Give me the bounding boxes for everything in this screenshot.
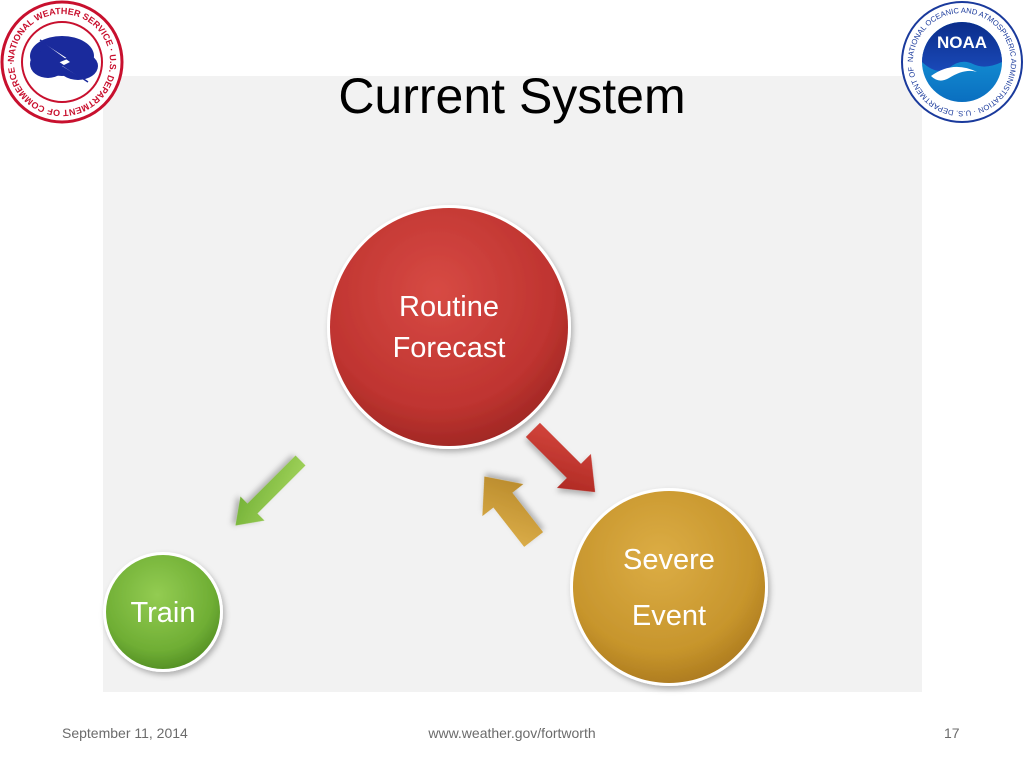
- footer-date: September 11, 2014: [62, 725, 188, 741]
- node-train-label: Train: [131, 597, 196, 629]
- node-severe-label-line1: Severe: [623, 544, 715, 576]
- arrow-severe-to-routine: [482, 476, 544, 547]
- node-routine-label-line1: Routine: [399, 291, 499, 323]
- node-routine-label-line2: Forecast: [393, 332, 506, 364]
- arrow-routine-to-severe: [525, 422, 596, 493]
- noaa-logo-icon: NATIONAL OCEANIC AND ATMOSPHERIC ADMINIS…: [901, 0, 1023, 123]
- node-routine-forecast: [327, 205, 571, 449]
- slide-title: Current System: [338, 68, 686, 124]
- svg-text:NOAA: NOAA: [937, 33, 987, 52]
- node-train: [103, 552, 223, 672]
- footer-url: www.weather.gov/fortworth: [428, 725, 596, 741]
- footer-page-number: 17: [944, 725, 960, 741]
- node-severe-label-line2: Event: [632, 600, 706, 632]
- node-severe-event: [570, 488, 768, 686]
- arrow-to-train: [235, 455, 306, 526]
- nws-logo-icon: NATIONAL WEATHER SERVICE · U.S. DEPARTME…: [0, 0, 124, 124]
